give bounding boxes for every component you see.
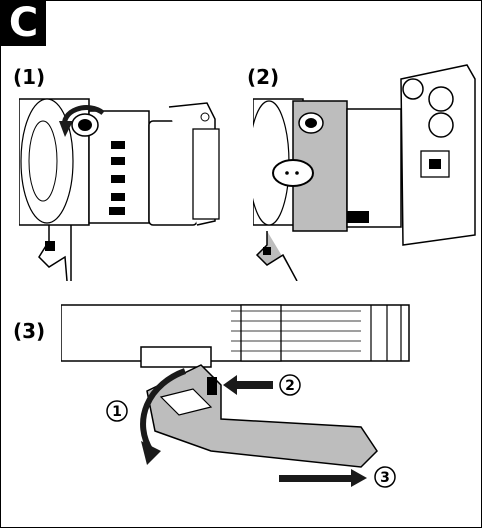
callout-3: 3: [380, 470, 390, 486]
callout-1: 1: [112, 404, 122, 420]
push-arrow-icon: [223, 375, 273, 395]
section-badge: C: [1, 1, 46, 46]
rotate-arrow-icon: [59, 105, 105, 137]
step-1-label: (1): [13, 65, 46, 89]
step-3-label: (3): [13, 319, 46, 343]
slide-arrow-icon: [279, 469, 367, 487]
illustration-step-2: [253, 59, 479, 281]
callout-2: 2: [285, 378, 295, 394]
illustration-step-3: 2 1 3: [61, 301, 479, 517]
step-2-label: (2): [247, 65, 280, 89]
rotate-arrow-icon: [140, 368, 187, 465]
illustration-step-1: [19, 91, 239, 281]
